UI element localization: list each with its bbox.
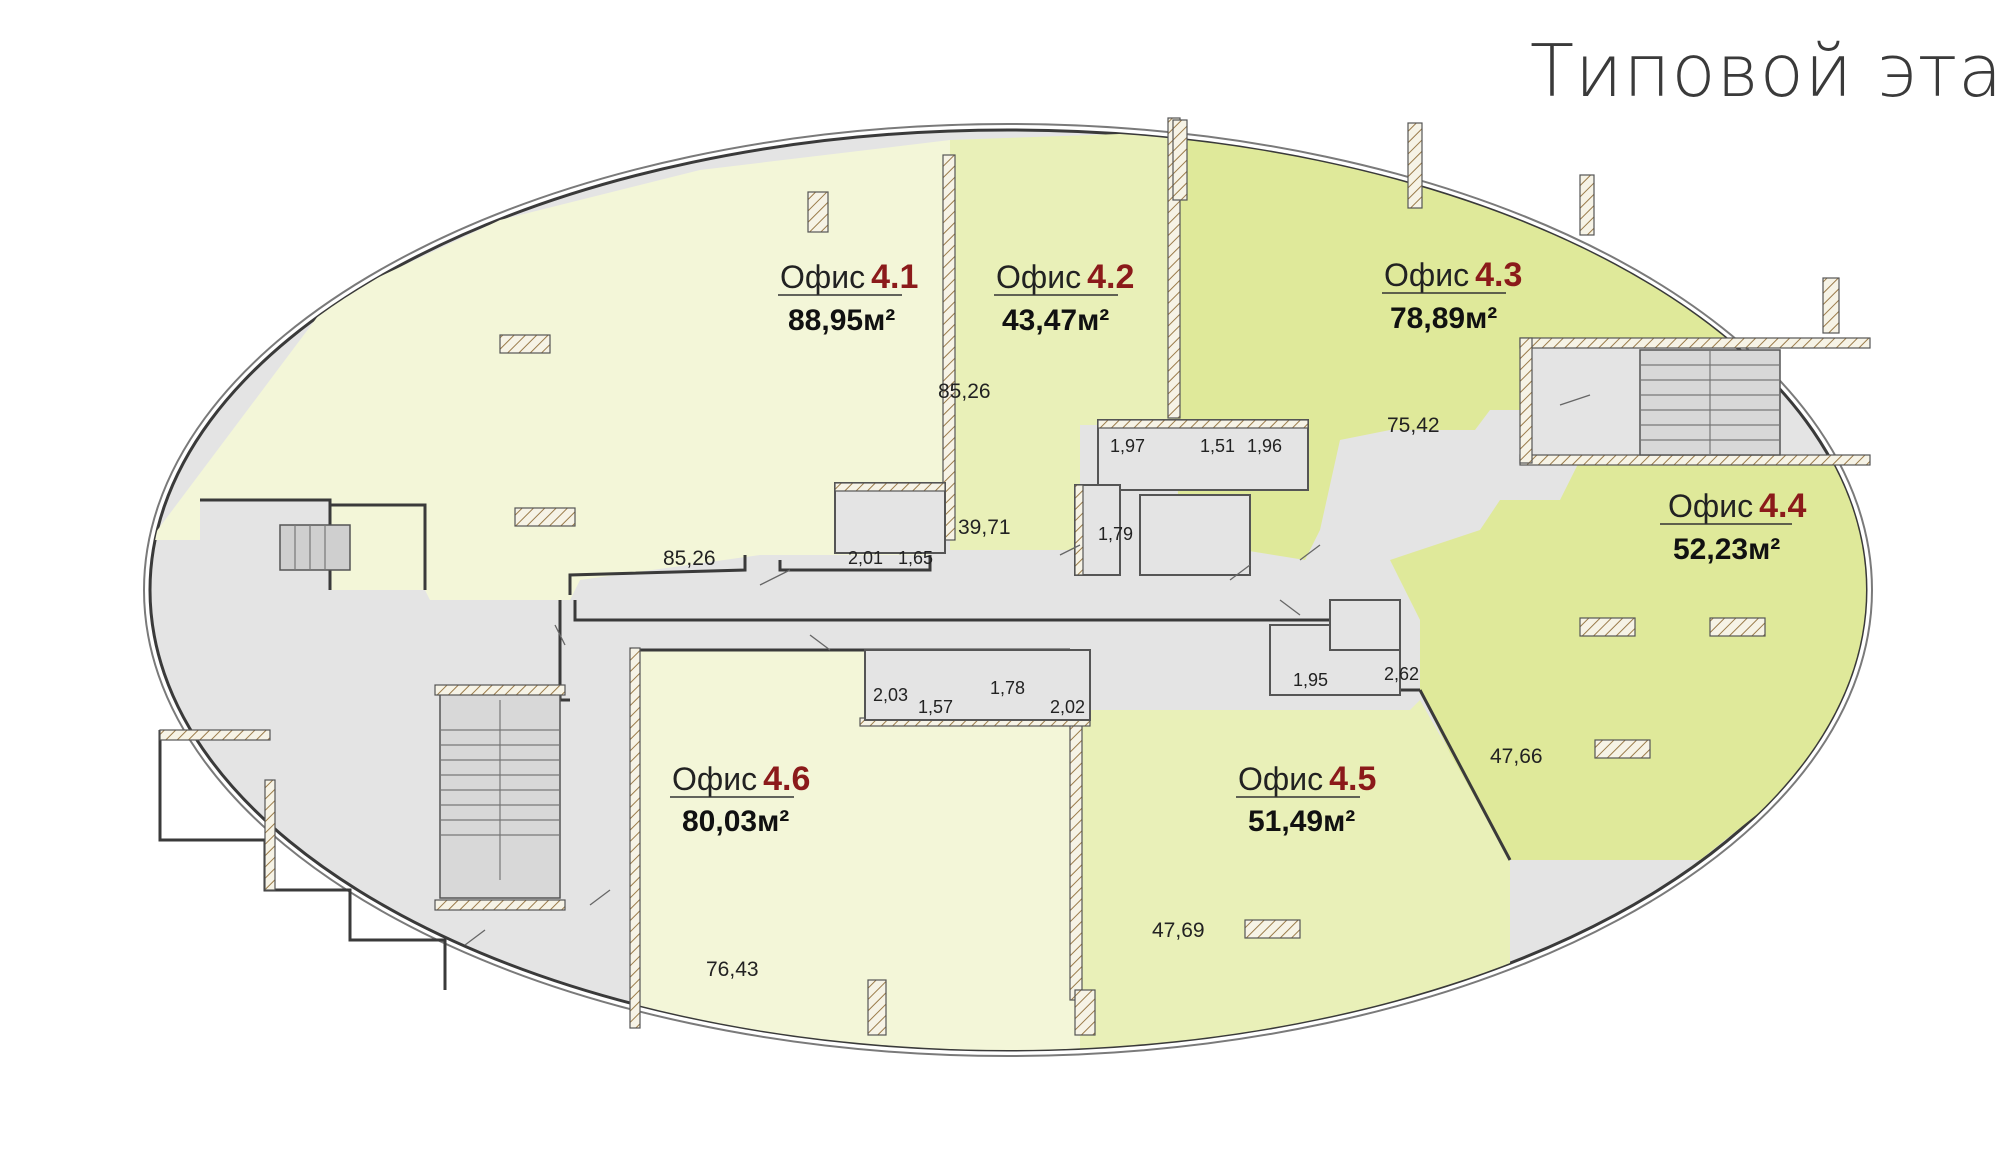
office-word: Офис (780, 259, 865, 295)
office-area: 78,89м² (1390, 302, 1497, 335)
wc-area: 1,95 (1293, 670, 1328, 690)
office-word: Офис (1384, 257, 1469, 293)
office-4-1-zone[interactable] (150, 140, 950, 600)
office-word: Офис (672, 761, 757, 797)
wc-area: 2,02 (1050, 697, 1085, 717)
office-4-5-zone[interactable] (1080, 700, 1510, 1060)
room-area: 47,66 (1490, 745, 1543, 768)
wc-area: 2,03 (873, 685, 908, 705)
wc-area: 2,62 (1384, 664, 1419, 684)
office-area: 80,03м² (682, 805, 789, 838)
office-area: 88,95м² (788, 304, 895, 337)
washrooms (834, 419, 1401, 721)
office-number: 4.5 (1329, 760, 1376, 798)
wc-area: 1,78 (990, 678, 1025, 698)
plan-title: Типовой этаж (1530, 29, 2000, 113)
room-area: 39,71 (958, 516, 1011, 539)
columns (499, 119, 1840, 1036)
wc-area: 1,97 (1110, 436, 1145, 456)
wc-area-labels: 1,97 1,51 1,96 1,79 2,01 1,65 2,03 1,57 … (848, 436, 1419, 717)
room-area: 75,42 (1387, 414, 1440, 437)
office-4-6-zone[interactable] (630, 650, 1080, 1060)
stair-treads (294, 350, 1780, 880)
office-number: 4.2 (1087, 258, 1134, 296)
room-area: 85,26 (938, 380, 991, 403)
office-word: Офис (1668, 488, 1753, 524)
wc-area: 1,51 (1200, 436, 1235, 456)
wc-area: 1,57 (918, 697, 953, 717)
room-area: 76,43 (706, 958, 759, 981)
office-area: 43,47м² (1002, 304, 1109, 337)
office-4-4-zone[interactable] (1390, 460, 1900, 860)
office-area: 51,49м² (1248, 805, 1355, 838)
office-number: 4.4 (1759, 487, 1806, 525)
wc-area: 1,96 (1247, 436, 1282, 456)
office-number: 4.3 (1475, 256, 1522, 294)
wc-area: 2,01 (848, 548, 883, 568)
office-number: 4.6 (763, 760, 810, 798)
office-word: Офис (996, 259, 1081, 295)
room-area-labels: 85,26 85,26 39,71 75,42 47,66 47,69 76,4… (663, 380, 1543, 981)
door-marks (464, 394, 1591, 946)
wc-area: 1,65 (898, 548, 933, 568)
room-area: 85,26 (663, 547, 716, 570)
room-area: 47,69 (1152, 919, 1205, 942)
office-word: Офис (1238, 761, 1323, 797)
office-number: 4.1 (871, 258, 918, 296)
wc-area: 1,79 (1098, 524, 1133, 544)
office-4-2-zone[interactable] (950, 132, 1175, 550)
office-area: 52,23м² (1673, 533, 1780, 566)
